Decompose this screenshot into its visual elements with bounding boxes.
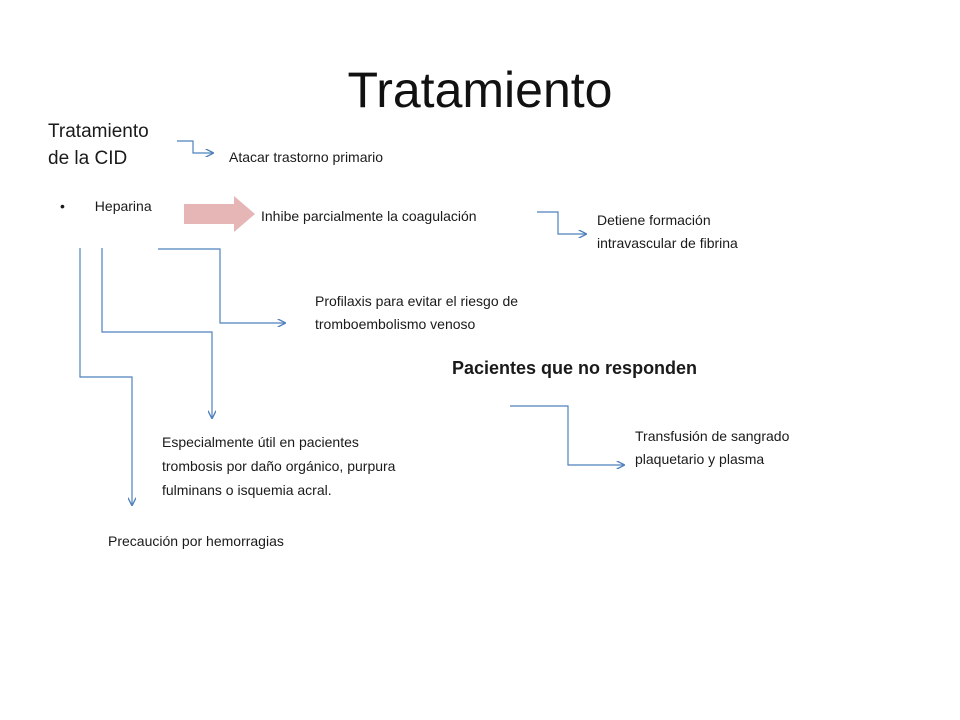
profilaxis-line2: tromboembolismo venoso <box>315 316 476 332</box>
connector-inhibe-detiene <box>537 211 586 234</box>
transfusion-text: Transfusión de sangrado plaquetario y pl… <box>635 425 789 471</box>
profilaxis-line1: Profilaxis para evitar el riesgo de <box>315 293 519 309</box>
detiene-line1: Detiene formación <box>597 212 711 228</box>
transfusion-line2: plaquetario y plasma <box>635 451 765 467</box>
connector-pacientes-transfusion <box>510 405 624 465</box>
heparina-text: Heparina <box>94 198 152 214</box>
util-text: Especialmente útil en pacientes trombosi… <box>162 430 395 502</box>
cid-label-line2: de la CID <box>48 148 128 169</box>
block-arrow <box>184 196 255 232</box>
util-line2: trombosis por daño orgánico, purpura <box>162 458 396 474</box>
pacientes-heading: Pacientes que no responden <box>452 358 698 378</box>
connector-heparina-profilaxis <box>158 248 285 323</box>
slide-title: Tratamiento <box>347 62 613 118</box>
profilaxis-text: Profilaxis para evitar el riesgo de trom… <box>315 290 518 336</box>
util-line3: fulminans o isquemia acral. <box>162 482 332 498</box>
inhibe-text: Inhibe parcialmente la coagulación <box>261 208 477 224</box>
atacar-text: Atacar trastorno primario <box>229 149 384 165</box>
detiene-text: Detiene formación intravascular de fibri… <box>597 209 738 255</box>
precaucion-text: Precaución por hemorragias <box>108 533 284 549</box>
connector-cid-atacar <box>177 140 213 153</box>
heparina-bullet-item: • Heparina <box>60 198 152 214</box>
bullet-marker: • <box>60 198 65 214</box>
util-line1: Especialmente útil en pacientes <box>162 434 359 450</box>
detiene-line2: intravascular de fibrina <box>597 235 738 251</box>
connector-heparina-precaucion <box>79 248 132 505</box>
connector-heparina-util <box>101 248 212 418</box>
cid-treatment-label: Tratamiento de la CID <box>48 118 178 172</box>
cid-label-line1: Tratamiento <box>48 121 149 142</box>
transfusion-line1: Transfusión de sangrado <box>635 428 790 444</box>
